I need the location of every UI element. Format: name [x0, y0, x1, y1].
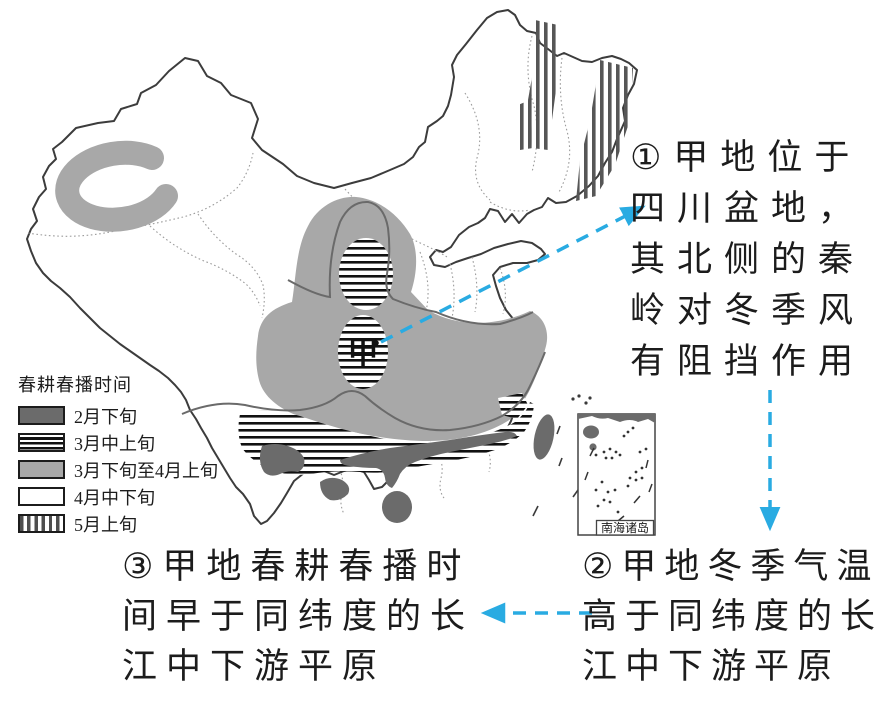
legend-item-mar-apr: 3月下旬至4月上旬: [18, 460, 218, 481]
note-3-line: 间早于同纬度的长: [122, 597, 475, 636]
note-1-line: 其北侧的秦: [630, 240, 866, 279]
note-2-line: 高于同纬度的长: [582, 597, 884, 636]
south-china-sea-inset: 南海诸岛: [577, 413, 656, 536]
region-striped-oval-north: [339, 238, 393, 310]
inset-label: 南海诸岛: [601, 520, 649, 535]
legend-item-label: 5月上旬: [74, 514, 137, 535]
region-south-striped-band: [238, 402, 534, 475]
rivers: [181, 200, 546, 432]
legend: 春耕春播时间 2月下旬 3月中上旬 3月下旬至4月上旬 4月中下旬 5月上旬: [18, 371, 218, 541]
note-2-winter-temp: ②甲地冬季气温 高于同纬度的长 江中下游平原: [582, 542, 883, 692]
legend-item-mar-early: 3月中上旬: [18, 433, 218, 454]
legend-title: 春耕春播时间: [18, 375, 132, 395]
legend-swatch-vstripes: [18, 514, 65, 533]
note-1-line: 岭对冬季风: [630, 291, 866, 330]
region-striped-oval-jia: [338, 315, 388, 389]
inset-coastline: [578, 414, 655, 423]
note-1-line: ①甲地位于: [630, 138, 862, 177]
note-3-earlier-planting: ③甲地春耕春播时 间早于同纬度的长 江中下游平原: [122, 542, 474, 692]
legend-item-apr-late: 4月中下旬: [18, 487, 218, 508]
legend-item-label: 3月下旬至4月上旬: [74, 460, 218, 481]
region-dark-south-coast: [259, 414, 555, 523]
region-northeast-striped: [518, 20, 633, 201]
yellow-river: [287, 200, 534, 326]
note-1-line: 四川盆地，: [630, 189, 866, 228]
legend-item-label: 4月中下旬: [74, 487, 155, 508]
note-3-line: ③甲地春耕春播时: [122, 547, 471, 586]
note-3-line: 江中下游平原: [122, 647, 387, 686]
arrow-jia-to-note1: [380, 205, 646, 344]
region-xinjiang-ring: [55, 140, 178, 232]
legend-item-may-early: 5月上旬: [18, 514, 218, 535]
note-1-line: 有阻挡作用: [630, 342, 866, 381]
annotation-arrows: [380, 205, 781, 624]
jia-marker-label: 甲: [348, 335, 379, 370]
note-2-line: ②甲地冬季气温: [582, 547, 880, 586]
jia-marker-dot: [373, 340, 379, 346]
note-2-line: 江中下游平原: [582, 647, 841, 686]
note-1-sichuan-basin: ①甲地位于 四川盆地， 其北侧的秦 岭对冬季风 有阻挡作用: [630, 132, 865, 387]
legend-item-feb-late: 2月下旬: [18, 406, 218, 427]
legend-item-label: 3月中上旬: [74, 433, 155, 454]
yangtze-river: [181, 351, 546, 432]
legend-swatch-solid-dark: [18, 406, 65, 425]
legend-swatch-hstripes: [18, 433, 65, 452]
legend-item-label: 2月下旬: [74, 406, 137, 427]
offshore-islands: [532, 394, 592, 517]
legend-swatch-white: [18, 487, 65, 506]
region-central-gray: [256, 196, 548, 441]
legend-swatch-solid-mid: [18, 460, 65, 479]
